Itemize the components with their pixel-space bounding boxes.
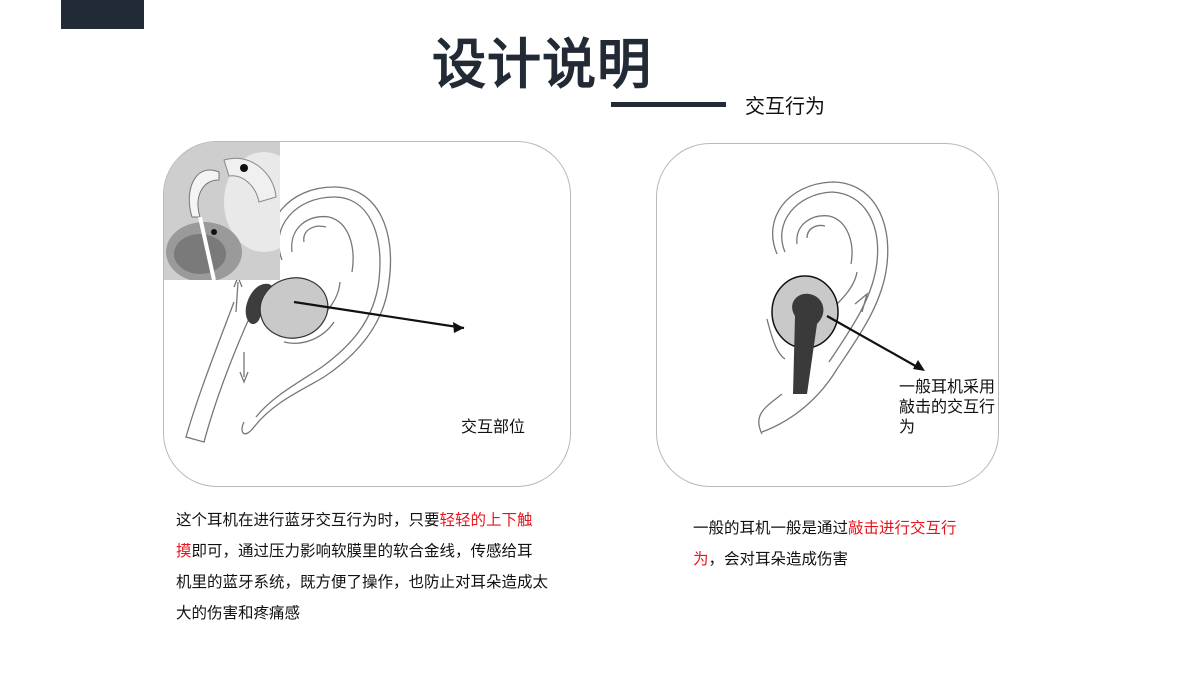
corner-accent-block (61, 0, 144, 29)
callout-label: 一般耳机采用敲击的交互行为 (899, 377, 996, 436)
page-subtitle: 交互行为 (745, 94, 825, 118)
right-illustration-panel: 一般耳机采用敲击的交互行为 (656, 143, 999, 487)
left-description: 这个耳机在进行蓝牙交互行为时，只要轻轻的上下触摸即可，通过压力影响软膜里的软合金… (176, 505, 548, 629)
description-text: 一般的耳机一般是通过 (693, 519, 849, 537)
subtitle-divider (611, 102, 726, 107)
description-text: 这个耳机在进行蓝牙交互行为时，只要 (176, 511, 440, 529)
ear-illustration-icon (758, 181, 925, 435)
page-title: 设计说明 (432, 33, 652, 96)
right-description: 一般的耳机一般是通过敲击进行交互行为，会对耳朵造成伤害 (693, 513, 963, 575)
inset-label: 交互部位 (461, 417, 526, 436)
highlight-text: 敲击进行交互行为 (693, 519, 957, 568)
ear-illustration-icon (185, 186, 465, 443)
earbud-photo-icon (164, 142, 280, 280)
description-text: ，会对耳朵造成伤害 (708, 550, 849, 568)
description-text: 即可，通过压力影响软膜里的软合金线，传感给耳机里的蓝牙系统，既方便了操作，也防止… (176, 542, 549, 622)
left-illustration-panel: 交互部位 (163, 141, 571, 487)
highlight-text: 轻轻的上下触摸 (176, 511, 533, 560)
